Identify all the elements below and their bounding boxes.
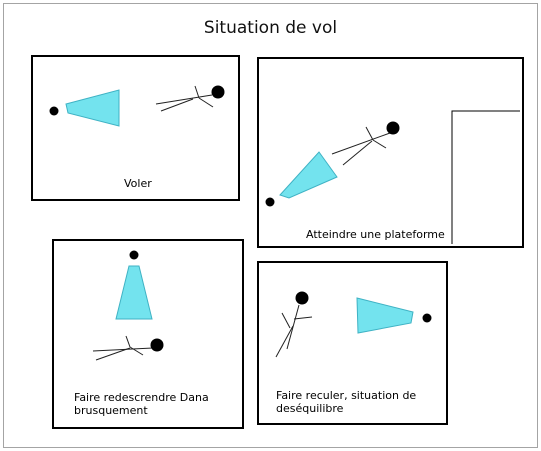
light-source-icon (129, 250, 139, 260)
character-icon (331, 126, 391, 166)
light-source-icon (49, 106, 59, 116)
light-source-icon (265, 197, 275, 207)
panel-reculer-caption-line1: Faire reculer, situation de (276, 389, 417, 402)
character-head-icon (386, 121, 400, 135)
character-icon (92, 335, 154, 361)
platform-icon (451, 110, 520, 244)
panel-reculer-caption-line2: deséquilibre (276, 402, 344, 415)
panel-redescendre-caption-line2: brusquement (74, 404, 148, 417)
light-beam-icon (65, 89, 120, 127)
character-head-icon (211, 85, 225, 99)
light-beam-icon (356, 297, 414, 334)
panel-voler (31, 55, 240, 201)
character-icon (275, 304, 313, 358)
light-beam-icon (279, 151, 338, 199)
panel-plateforme-caption: Atteindre une plateforme (306, 228, 445, 241)
character-icon (155, 85, 214, 112)
panel-redescendre-caption-line1: Faire redescrendre Dana (74, 391, 209, 404)
panel-plateforme (257, 57, 524, 248)
panel-redescendre (52, 239, 244, 429)
character-head-icon (150, 338, 164, 352)
light-source-icon (422, 313, 432, 323)
light-beam-icon (115, 265, 153, 320)
diagram-title: Situation de vol (203, 18, 338, 38)
character-head-icon (295, 291, 309, 305)
panel-voler-caption: Voler (124, 177, 152, 190)
